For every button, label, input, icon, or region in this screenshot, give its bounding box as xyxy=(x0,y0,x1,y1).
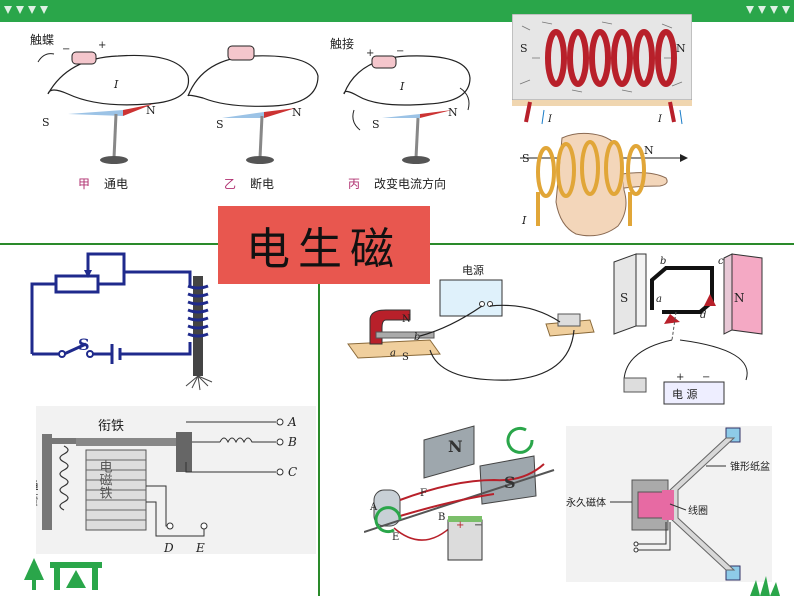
coil-minus-sign: − xyxy=(702,372,710,383)
north-label-1: N xyxy=(146,104,156,117)
panel-label-1: 甲 xyxy=(78,177,90,191)
touch-label-1: 触蝶 xyxy=(30,32,54,47)
point-b-label: b xyxy=(414,332,420,343)
terminal-d: D xyxy=(163,541,174,554)
plus-sign-1: + xyxy=(98,40,106,51)
oersted-panel-2 xyxy=(187,45,319,164)
armature-label: 衔铁 xyxy=(98,419,124,434)
power-supply-label: 电源 xyxy=(462,263,484,277)
photo-current-left: I xyxy=(547,114,553,125)
terminal-b: B xyxy=(287,435,297,449)
hand-current-label: I xyxy=(521,214,527,227)
terminal-a: A xyxy=(287,415,297,429)
grass-decoration xyxy=(750,576,780,596)
generator-diagram: N S A B E F + − xyxy=(364,425,555,561)
minus-sign-1: − xyxy=(62,44,70,55)
hand-north-label: N xyxy=(644,144,654,157)
current-label-1: I xyxy=(113,78,119,91)
coil-north-label: N xyxy=(734,291,745,305)
speaker-diagram: 永久磁体 线圈 锥形纸盆 xyxy=(566,426,772,582)
gen-label-b: B xyxy=(438,512,445,523)
electromagnet-circuit-diagram: S xyxy=(30,252,213,391)
gen-label-e: E xyxy=(392,532,399,543)
panel-caption-3: 改变电流方向 xyxy=(374,176,446,191)
south-label-2: S xyxy=(216,118,224,131)
coil-point-c: c xyxy=(718,256,724,267)
coil-point-b: b xyxy=(660,256,666,267)
page-title: 电生磁 xyxy=(246,224,402,275)
panel-label-2: 乙 xyxy=(224,177,236,191)
tree-decoration xyxy=(20,558,110,596)
title-banner: 电生磁 xyxy=(218,206,430,284)
coil-point-a: a xyxy=(656,294,662,305)
motor-coil-diagram: S N a b c d 电 源 + − xyxy=(613,253,763,405)
oersted-panel-1 xyxy=(37,51,190,164)
magnet-south-label: S xyxy=(402,352,409,363)
north-label-3: N xyxy=(448,106,458,119)
south-label-3: S xyxy=(372,118,380,131)
gen-minus-sign: − xyxy=(474,520,482,531)
gen-south-label: S xyxy=(504,473,516,492)
north-label-2: N xyxy=(292,106,302,119)
oersted-panel-3 xyxy=(343,55,471,164)
switch-label: S xyxy=(78,335,90,354)
panel-caption-2: 断电 xyxy=(250,176,274,191)
solenoid-field-photo: S N I I xyxy=(512,14,692,125)
touch-label-3: 触接 xyxy=(330,36,354,51)
right-hand-rule-diagram: S N I xyxy=(520,132,688,237)
coil-plus-sign: + xyxy=(676,372,684,383)
paper-cone-label: 锥形纸盆 xyxy=(730,460,770,473)
gen-plus-sign: + xyxy=(456,520,464,531)
magnet-north-label: N xyxy=(402,314,411,325)
force-on-conductor-diagram: 电源 N S a b xyxy=(347,263,595,381)
coil-label: 线圈 xyxy=(688,504,708,517)
gen-label-a: A xyxy=(369,502,378,513)
electromagnet-label: 电磁铁 xyxy=(97,460,113,499)
panel-caption-1: 通电 xyxy=(104,177,128,191)
relay-diagram: 衔铁 弹簧 电磁铁 A B C D E xyxy=(36,406,316,554)
hand-south-label: S xyxy=(522,152,530,165)
south-label-1: S xyxy=(42,116,50,129)
minus-sign-3: − xyxy=(396,46,404,57)
terminal-e: E xyxy=(195,541,205,554)
spring-label: 弹簧 xyxy=(36,480,38,506)
permanent-magnet-label: 永久磁体 xyxy=(566,496,606,509)
photo-south-label: S xyxy=(520,42,528,55)
oersted-experiment-diagram: 触蝶 − + I S N 甲 通电 S N 乙 断电 触接 + − I S N … xyxy=(30,32,471,191)
coil-point-d: d xyxy=(700,310,706,321)
gen-label-f: F xyxy=(420,488,427,499)
point-a-label: a xyxy=(390,348,396,359)
terminal-c: C xyxy=(288,465,297,479)
current-label-3: I xyxy=(399,80,405,93)
plus-sign-3: + xyxy=(366,48,374,59)
panel-label-3: 丙 xyxy=(348,177,360,191)
gen-north-label: N xyxy=(448,437,463,456)
coil-south-label: S xyxy=(620,291,628,305)
photo-north-label: N xyxy=(676,42,686,55)
coil-power-label: 电 源 xyxy=(672,387,698,401)
photo-current-right: I xyxy=(657,114,663,125)
